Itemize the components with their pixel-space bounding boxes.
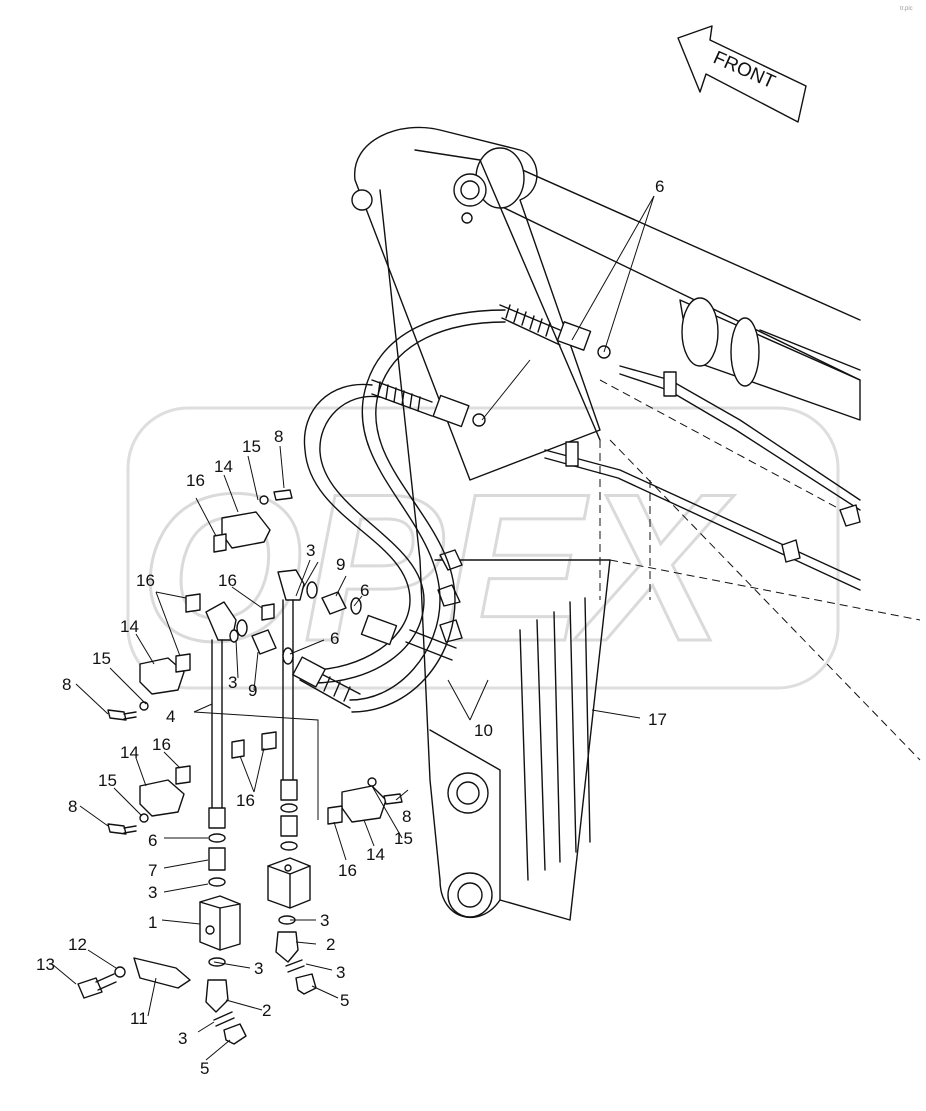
callout-15: 15 <box>394 829 413 848</box>
hoses: 10 <box>292 304 611 740</box>
steel-pipes <box>544 365 861 591</box>
callout-9: 9 <box>248 681 257 700</box>
callout-7: 7 <box>148 861 157 880</box>
callout-14: 14 <box>366 845 385 864</box>
callout-6: 6 <box>148 831 157 850</box>
callout-15: 15 <box>92 649 111 668</box>
callout-8: 8 <box>274 427 283 446</box>
callout-12: 12 <box>68 935 87 954</box>
callout-3: 3 <box>306 541 315 560</box>
callout-3: 3 <box>336 963 345 982</box>
callout-13: 13 <box>36 955 55 974</box>
callout-1: 1 <box>148 913 157 932</box>
callout-2: 2 <box>262 1001 271 1020</box>
callout-15: 15 <box>98 771 117 790</box>
callout-16: 16 <box>218 571 237 590</box>
callout-14: 14 <box>120 617 139 636</box>
callout-8: 8 <box>68 797 77 816</box>
callout-16: 16 <box>136 571 155 590</box>
callout-8: 8 <box>402 807 411 826</box>
front-label: FRONT <box>710 47 779 93</box>
watermark: OPEX <box>126 406 840 690</box>
callout-16: 16 <box>152 735 171 754</box>
corner-tag: tr.pic <box>900 6 913 12</box>
callouts: 6 17 15 8 14 16 16 16 3 9 6 6 14 15 8 3 … <box>36 177 667 1078</box>
callout-14: 14 <box>120 743 139 762</box>
callout-16: 16 <box>338 861 357 880</box>
callout-15: 15 <box>242 437 261 456</box>
callout-3: 3 <box>254 959 263 978</box>
callout-5: 5 <box>200 1059 209 1078</box>
callout-17: 17 <box>648 710 667 729</box>
callout-11: 11 <box>130 1009 148 1028</box>
callout-6: 6 <box>360 581 369 600</box>
watermark-text: OPEX <box>140 450 734 685</box>
callout-3: 3 <box>148 883 157 902</box>
callout-16: 16 <box>186 471 205 490</box>
left-pipe-assembly <box>77 489 403 1045</box>
arm-body <box>351 126 611 921</box>
callout-6: 6 <box>330 629 339 648</box>
cylinder <box>475 147 861 421</box>
callout-6: 6 <box>655 177 664 196</box>
callout-9: 9 <box>336 555 345 574</box>
callout-3: 3 <box>228 673 237 692</box>
callout-5: 5 <box>340 991 349 1010</box>
callout-10: 10 <box>474 721 493 740</box>
callout-8: 8 <box>62 675 71 694</box>
leader-lines <box>51 195 655 1061</box>
callout-3: 3 <box>320 911 329 930</box>
front-arrow: FRONT <box>677 25 807 123</box>
callout-16: 16 <box>236 791 255 810</box>
callout-2: 2 <box>326 935 335 954</box>
callout-14: 14 <box>214 457 233 476</box>
dashed-outline <box>599 379 921 761</box>
callout-3: 3 <box>178 1029 187 1048</box>
callout-4: 4 <box>166 707 175 726</box>
